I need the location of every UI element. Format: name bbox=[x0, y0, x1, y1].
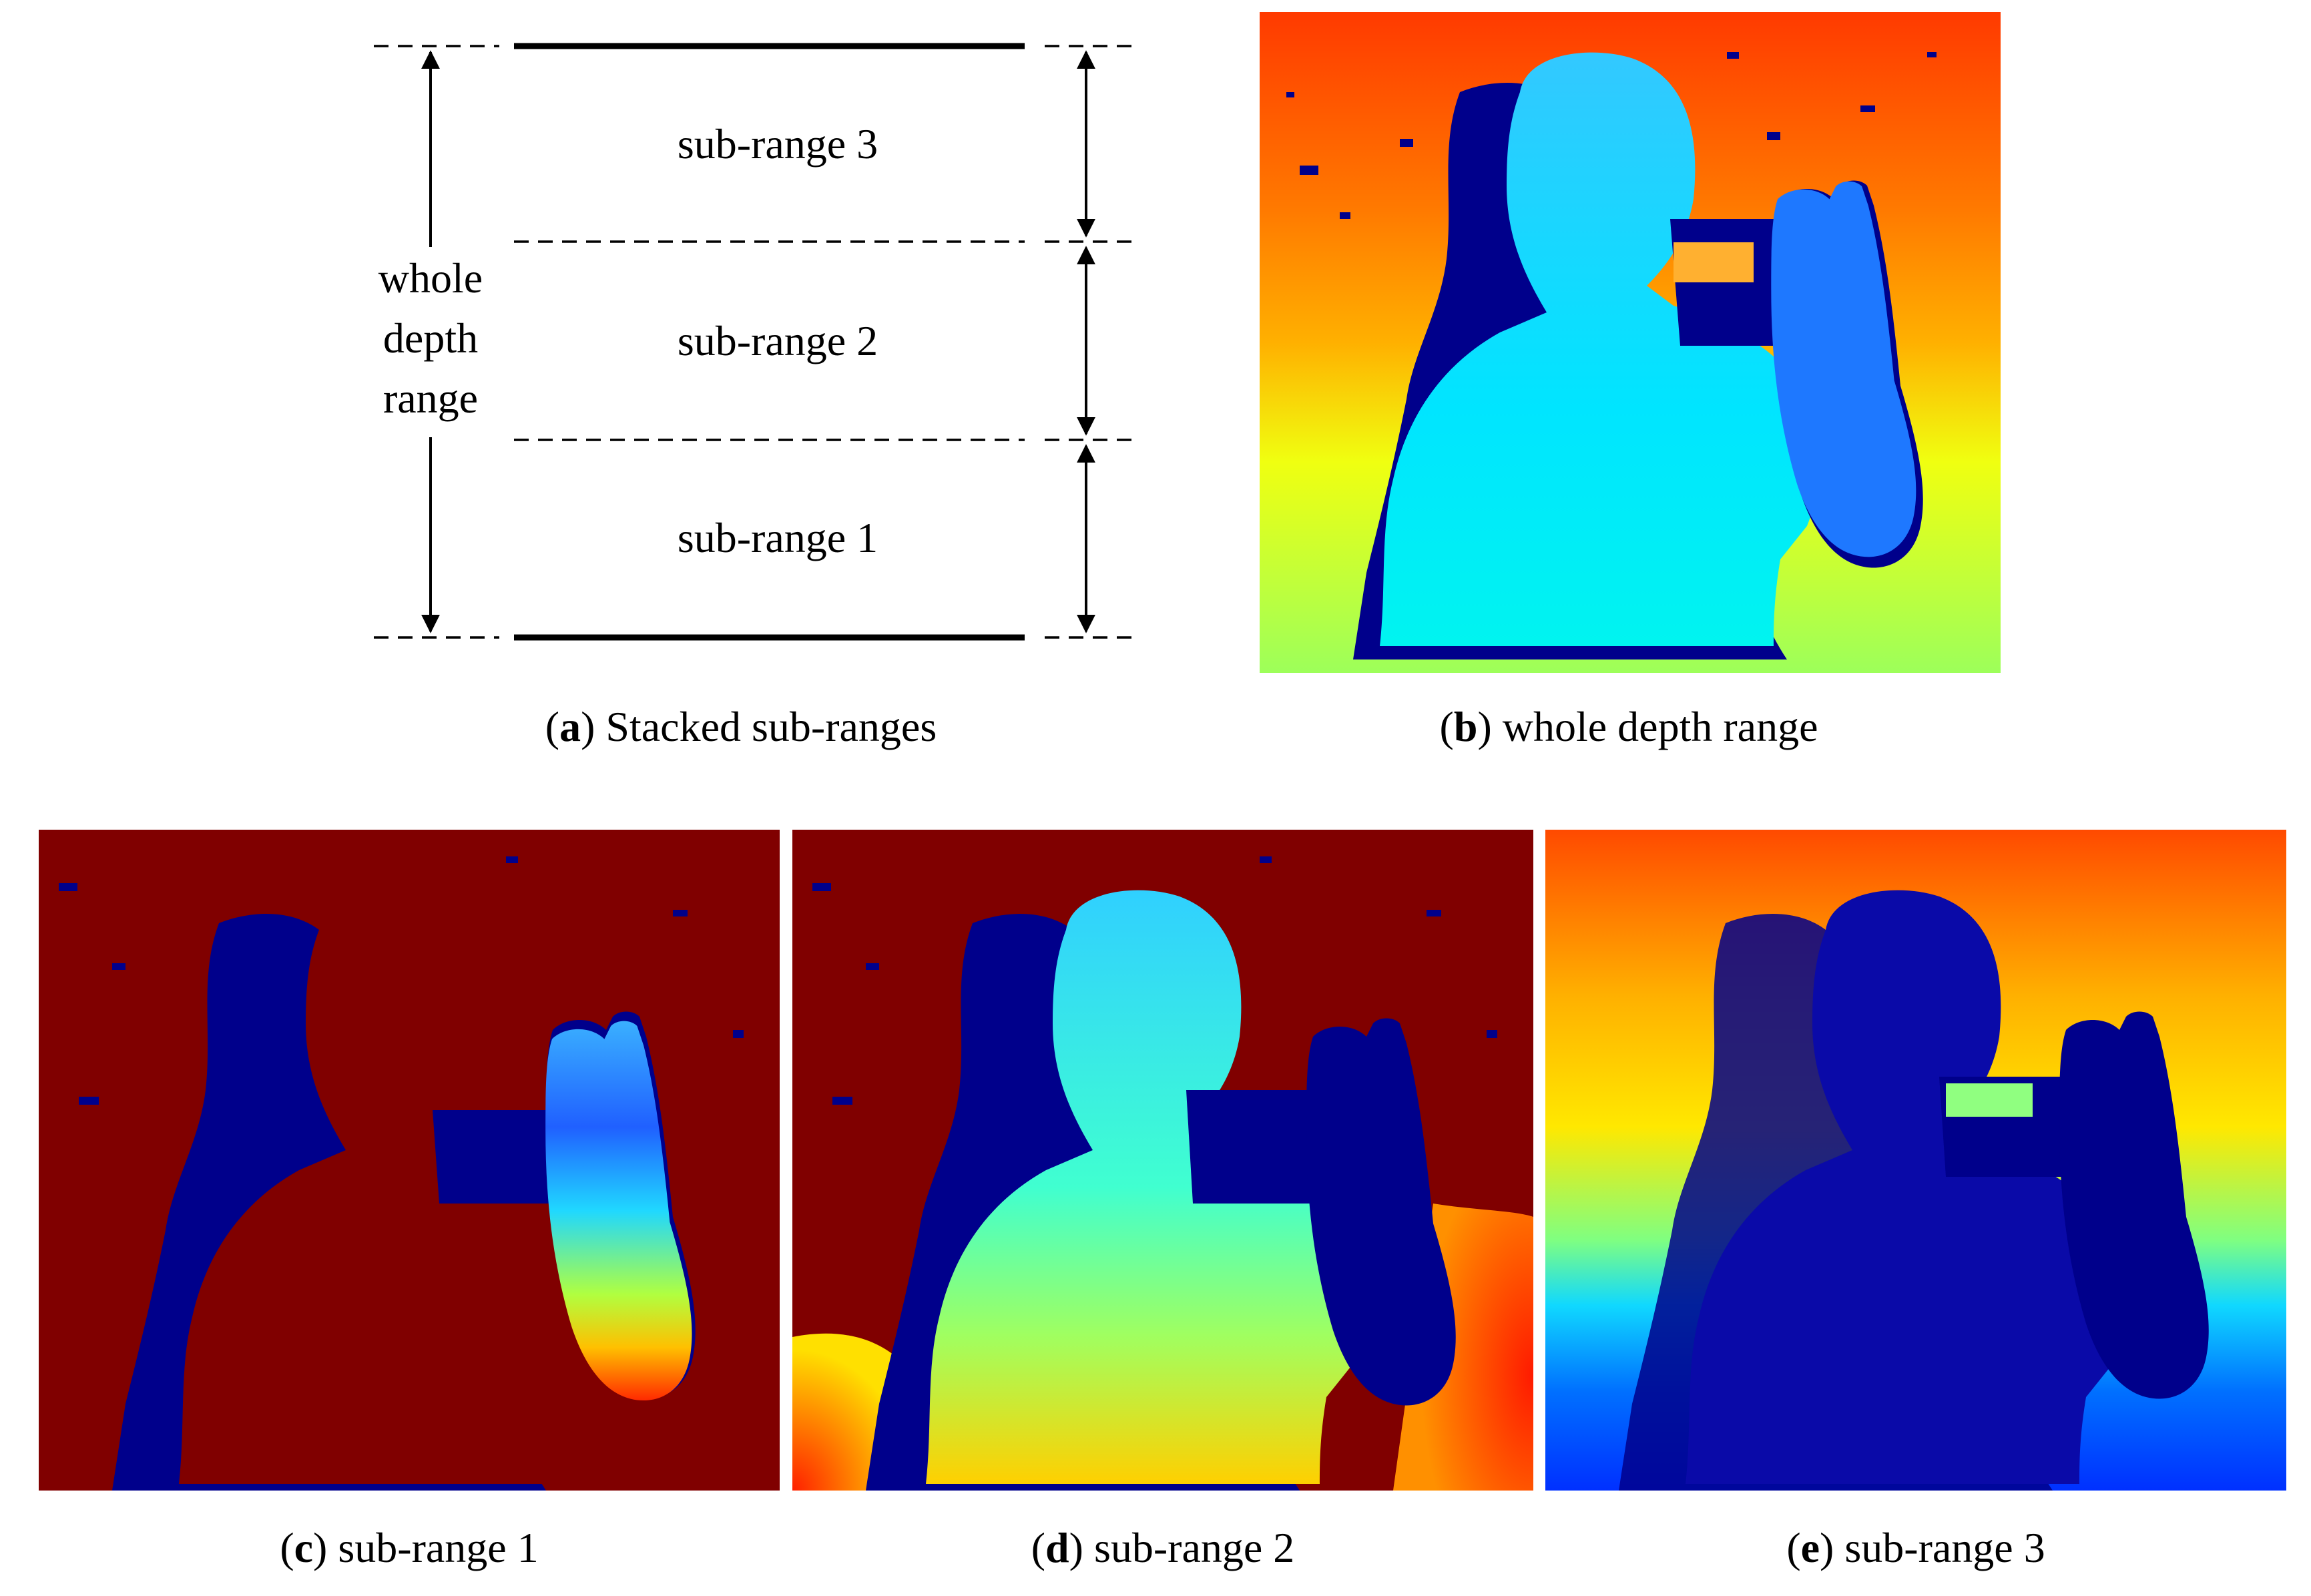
caption-d-letter: d bbox=[1045, 1524, 1069, 1571]
caption-d-text: sub-range 2 bbox=[1093, 1524, 1295, 1571]
caption-c-letter: c bbox=[294, 1524, 314, 1571]
panel-a-diagram bbox=[374, 43, 1138, 641]
caption-e-letter: e bbox=[1800, 1524, 1820, 1571]
panel-d-image bbox=[792, 830, 1533, 1491]
sub-range-3-label: sub-range 3 bbox=[677, 120, 878, 168]
caption-c: (c) sub-range 1 bbox=[280, 1524, 539, 1571]
sub-range-1-label: sub-range 1 bbox=[677, 514, 878, 561]
caption-a-letter: a bbox=[559, 703, 581, 750]
depth-word: depth bbox=[382, 314, 479, 362]
panel-e-image bbox=[1545, 830, 2286, 1491]
panel-c-image bbox=[39, 830, 780, 1491]
caption-e: (e) sub-range 3 bbox=[1786, 1524, 2045, 1571]
whole-depth-range-label: whole depth range bbox=[334, 248, 527, 429]
whole-word: whole bbox=[378, 254, 483, 302]
caption-a: (a) Stacked sub-ranges bbox=[545, 703, 937, 750]
caption-a-text: Stacked sub-ranges bbox=[605, 703, 937, 750]
caption-b: (b) whole depth range bbox=[1439, 703, 1818, 750]
range-word: range bbox=[382, 374, 479, 422]
caption-d: (d) sub-range 2 bbox=[1031, 1524, 1295, 1571]
sub-range-2-label: sub-range 2 bbox=[677, 317, 878, 364]
panel-b-image bbox=[1260, 12, 2001, 673]
caption-b-letter: b bbox=[1453, 703, 1478, 750]
caption-e-text: sub-range 3 bbox=[1844, 1524, 2045, 1571]
caption-b-text: whole depth range bbox=[1502, 703, 1818, 750]
caption-c-text: sub-range 1 bbox=[338, 1524, 539, 1571]
